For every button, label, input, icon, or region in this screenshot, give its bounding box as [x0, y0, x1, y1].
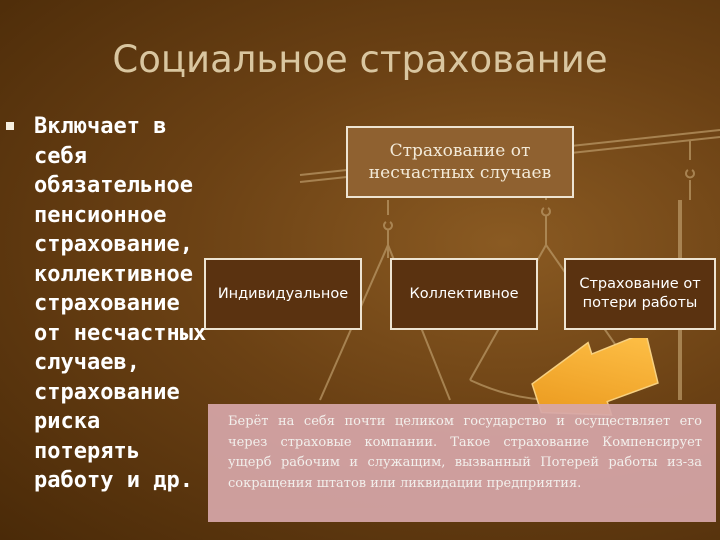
box-individual: Индивидуальное	[204, 258, 362, 330]
box-collective: Коллективное	[390, 258, 538, 330]
slide-title: Социальное страхование	[112, 38, 608, 81]
bullet-text: Включает в себя обязательное пенсионное …	[34, 114, 207, 493]
box-job-loss-insurance: Страхование от потери работы	[564, 258, 716, 330]
box-accident-insurance: Страхование от несчастных случаев	[346, 126, 574, 198]
bullet-marker	[6, 122, 14, 130]
note-box: Берёт на себя почти целиком государство …	[208, 404, 716, 522]
